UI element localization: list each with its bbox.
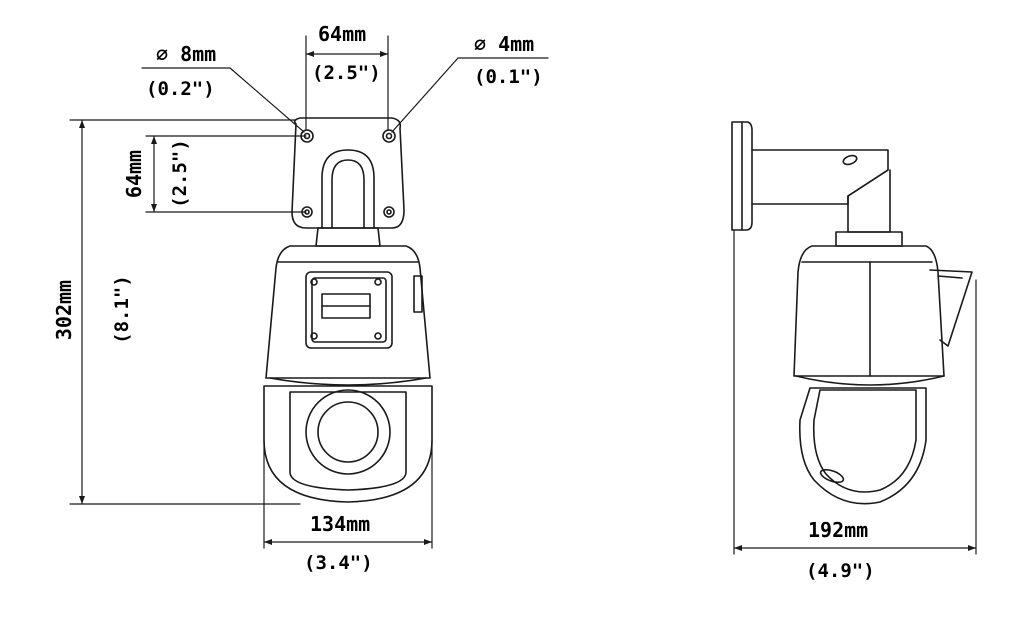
side-visor: [929, 269, 973, 347]
top-spacing-imperial: (2.5"): [312, 62, 381, 84]
diameter-symbol: ∅: [156, 42, 169, 66]
width-metric: 134mm: [310, 512, 371, 536]
hole-4mm-imperial: (0.1"): [474, 66, 543, 88]
side-dome: [798, 387, 927, 505]
hole-4mm-metric: 4mm: [498, 32, 535, 56]
depth-metric: 192mm: [808, 518, 869, 542]
side-housing: [793, 245, 945, 377]
vertical-spacing-metric: 64mm: [122, 149, 147, 199]
dimension-arrows: [79, 51, 976, 551]
front-dimensions: [69, 35, 549, 549]
vertical-spacing-imperial: (2.5"): [168, 139, 191, 208]
side-view-camera: [731, 121, 973, 505]
side-dimensions: [733, 229, 977, 555]
mount-hole-br: [383, 206, 395, 218]
hole-8mm-label: ∅ 8mm: [156, 44, 216, 64]
mount-arm: [321, 149, 375, 229]
mount-hole-tr: [382, 129, 396, 143]
diameter-symbol: ∅: [474, 32, 487, 56]
front-view-camera: [263, 117, 433, 503]
depth-imperial: (4.9"): [806, 560, 875, 582]
mount-plate: [291, 117, 405, 229]
camera-lens: [305, 389, 391, 475]
side-wall-plate: [731, 121, 753, 231]
camera-neck: [315, 227, 381, 247]
upper-housing: [265, 245, 431, 379]
camera-dome: [263, 385, 433, 503]
hole-4mm-label: ∅ 4mm: [474, 34, 534, 54]
ir-window: [305, 271, 393, 349]
side-arm: [751, 149, 889, 205]
hole-8mm-imperial: (0.2"): [146, 78, 215, 100]
width-imperial: (3.4"): [304, 552, 373, 574]
hole-8mm-metric: 8mm: [180, 42, 217, 66]
top-spacing-metric: 64mm: [318, 22, 367, 46]
height-imperial: (8.1"): [110, 275, 133, 344]
height-metric: 302mm: [52, 279, 77, 341]
